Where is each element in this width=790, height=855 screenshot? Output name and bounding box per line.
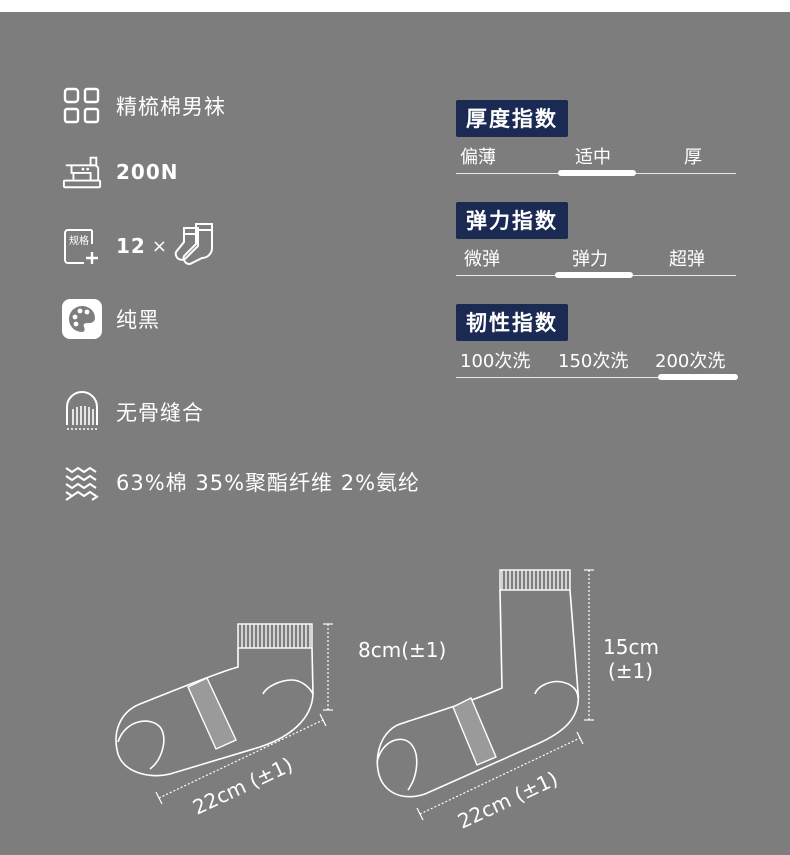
spec-row-color: 纯黑 [62, 299, 160, 339]
durability-index-track [456, 373, 738, 381]
tall-sock-height-tolerance: (±1) [608, 659, 653, 683]
grid-squares-icon [62, 86, 102, 126]
material-text: 63%棉 35%聚酯纤维 2%氨纶 [116, 471, 421, 495]
thickness-index-track [456, 169, 736, 177]
durability-label-200: 200次洗 [655, 351, 726, 372]
elasticity-selected-marker [555, 272, 633, 278]
short-sock-length-label: 22cm (±1) [189, 752, 296, 819]
thickness-label-thin: 偏薄 [460, 147, 496, 168]
durability-label-150: 150次洗 [558, 351, 629, 372]
spec-row-seam: 无骨缝合 [62, 391, 204, 432]
spec-row-name: 精梳棉男袜 [62, 86, 226, 126]
short-sock-cuff [237, 623, 313, 649]
tall-sock-height-value: 15cm [603, 635, 659, 659]
spec-row-pack: 规格 12 × [62, 222, 218, 270]
seam-text: 无骨缝合 [116, 401, 204, 425]
durability-index-title: 韧性指数 [456, 304, 568, 341]
short-sock-outline [115, 647, 314, 777]
tall-sock-outline [376, 589, 580, 798]
thickness-index: 厚度指数 偏薄 适中 厚 [456, 100, 736, 177]
elasticity-label-high: 超弹 [669, 249, 705, 270]
durability-label-100: 100次洗 [460, 351, 531, 372]
size-diagram: 8cm(±1) 22cm (±1) 15cm (±1) 22cm (±1) [115, 569, 659, 834]
elasticity-label-medium: 弹力 [572, 249, 608, 270]
sock-name-text: 精梳棉男袜 [116, 95, 226, 119]
short-sock-band [187, 677, 237, 750]
short-length-dimension [155, 713, 327, 805]
product-spec-panel: 精梳棉男袜 200N 规格 [0, 12, 790, 855]
color-text: 纯黑 [116, 308, 160, 332]
tall-sock-cuff [499, 569, 571, 591]
elasticity-index: 弹力指数 微弹 弹力 超弹 [456, 202, 736, 279]
spec-row-material: 63%棉 35%聚酯纤维 2%氨纶 [62, 462, 420, 502]
tall-height-dimension [584, 569, 594, 721]
pack-qty-text: 12 [116, 234, 146, 258]
durability-index: 韧性指数 100次洗 150次洗 200次洗 [456, 304, 738, 381]
palette-icon [62, 299, 102, 339]
sock-toe-seam-icon [62, 391, 102, 432]
sock-pair-icon [172, 222, 218, 270]
thickness-selected-marker [558, 170, 636, 176]
sewing-machine-icon [62, 152, 102, 192]
elasticity-index-title: 弹力指数 [456, 202, 568, 239]
elasticity-index-track [456, 271, 736, 279]
thickness-index-title: 厚度指数 [456, 100, 568, 137]
thickness-label-medium: 适中 [575, 147, 611, 168]
tall-sock-length-label: 22cm (±1) [454, 766, 561, 833]
short-sock-height-label: 8cm(±1) [358, 638, 446, 662]
durability-selected-marker [658, 374, 738, 380]
needle-count-text: 200N [116, 160, 179, 184]
spec-plus-icon: 规格 [62, 226, 102, 266]
elasticity-label-low: 微弹 [464, 249, 500, 270]
pack-multiplier-text: × [151, 235, 168, 257]
thickness-label-thick: 厚 [684, 147, 702, 168]
pack-icon-label: 规格 [69, 234, 89, 247]
tall-length-dimension [416, 731, 584, 821]
spec-row-needle: 200N [62, 152, 179, 192]
pack-count: 12 × [116, 222, 218, 270]
short-height-dimension [323, 623, 333, 711]
tall-sock-band [452, 697, 497, 766]
fabric-weave-icon [62, 462, 102, 502]
